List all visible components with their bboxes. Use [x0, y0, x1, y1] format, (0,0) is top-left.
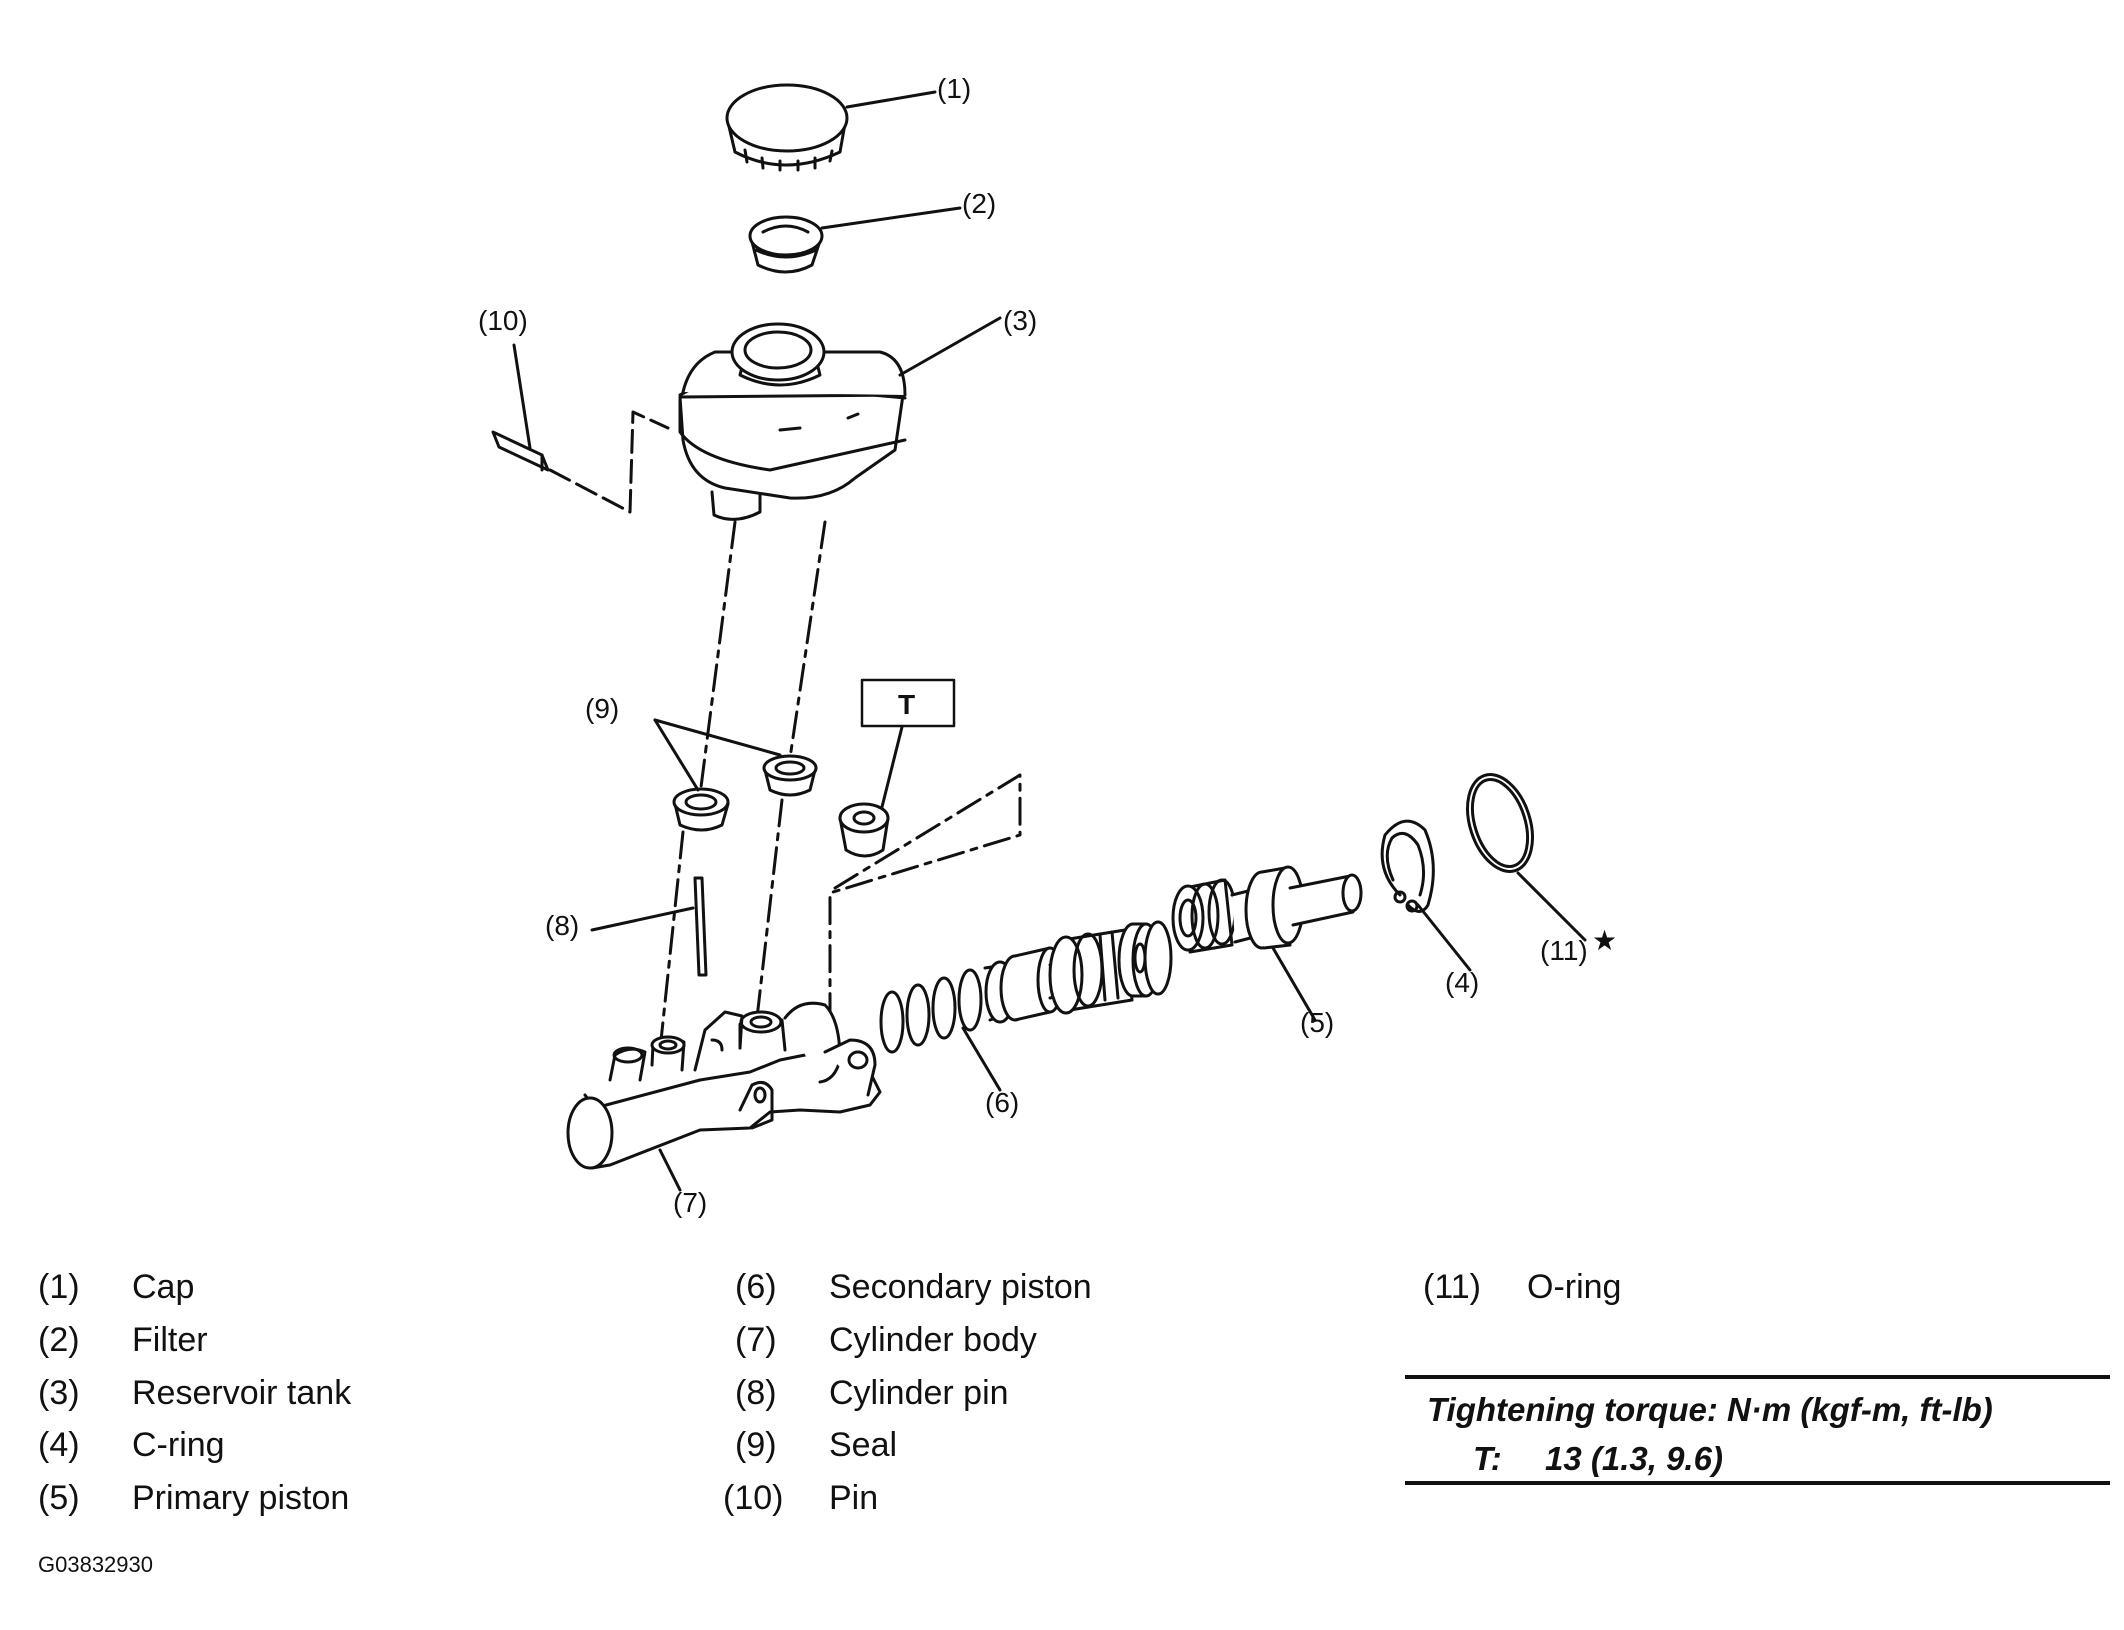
cylinder-body-part: [566, 1001, 882, 1192]
torque-specification: Tightening torque: N·m (kgf-m, ft-lb) T:…: [1405, 1375, 2110, 1485]
secondary-piston-part: [879, 920, 1173, 1092]
callout-10: (10): [478, 305, 528, 336]
legend-number: (10): [723, 1479, 784, 1517]
bottom-rule: [1405, 1481, 2110, 1485]
legend-number: (5): [38, 1479, 80, 1517]
callout-2: (2): [962, 188, 996, 219]
legend-number: (6): [735, 1268, 777, 1306]
legend-label: Seal: [829, 1426, 898, 1464]
legend-number: (2): [38, 1321, 80, 1359]
legend-label: O-ring: [1527, 1268, 1622, 1306]
filter-part: [748, 206, 962, 274]
assembly-guide-lines: [658, 520, 1022, 1077]
top-rule: [1405, 1375, 2110, 1379]
figure-id: G03832930: [38, 1552, 153, 1577]
legend-label: C-ring: [132, 1426, 225, 1464]
o-ring-part: [1466, 773, 1587, 942]
torque-tag-label: T: [898, 689, 915, 720]
callout-8: (8): [545, 910, 579, 941]
callout-11: (11): [1540, 935, 1588, 966]
cap-part: [725, 83, 937, 172]
legend-label: Pin: [829, 1479, 879, 1517]
callout-4: (4): [1445, 967, 1479, 998]
torque-nut-part: [838, 678, 956, 858]
c-ring-part: [1380, 819, 1472, 972]
legend-number: (1): [38, 1268, 80, 1306]
legend-label: Primary piston: [132, 1479, 350, 1517]
callout-9: (9): [585, 693, 619, 724]
callout-3: (3): [1003, 305, 1037, 336]
callout-7: (7): [673, 1187, 707, 1218]
legend-number: (3): [38, 1374, 80, 1412]
legend-number: (9): [735, 1426, 777, 1464]
callout-6: (6): [985, 1087, 1019, 1118]
legend-number: (8): [735, 1374, 777, 1412]
legend-number: (7): [735, 1321, 777, 1359]
seal-parts: [653, 718, 818, 832]
torque-heading: Tightening torque: N·m (kgf-m, ft-lb): [1427, 1391, 1993, 1428]
legend-label: Filter: [132, 1321, 208, 1359]
pin-part: [491, 343, 670, 514]
legend-label: Cylinder body: [829, 1321, 1037, 1359]
reservoir-tank-part: [678, 316, 1002, 521]
torque-code: T:: [1473, 1440, 1502, 1477]
cylinder-pin-part: [590, 876, 708, 977]
legend-number: (4): [38, 1426, 80, 1464]
legend-label: Reservoir tank: [132, 1374, 352, 1412]
legend-label: Cylinder pin: [829, 1374, 1009, 1412]
primary-piston-part: [1171, 865, 1363, 1022]
callout-5: (5): [1300, 1007, 1334, 1038]
legend-number: (11): [1423, 1268, 1481, 1306]
torque-value: 13 (1.3, 9.6): [1545, 1440, 1723, 1477]
legend-label: Secondary piston: [829, 1268, 1092, 1306]
legend-label: Cap: [132, 1268, 195, 1306]
callout-1: (1): [937, 73, 971, 104]
star-icon: ★: [1592, 925, 1617, 956]
